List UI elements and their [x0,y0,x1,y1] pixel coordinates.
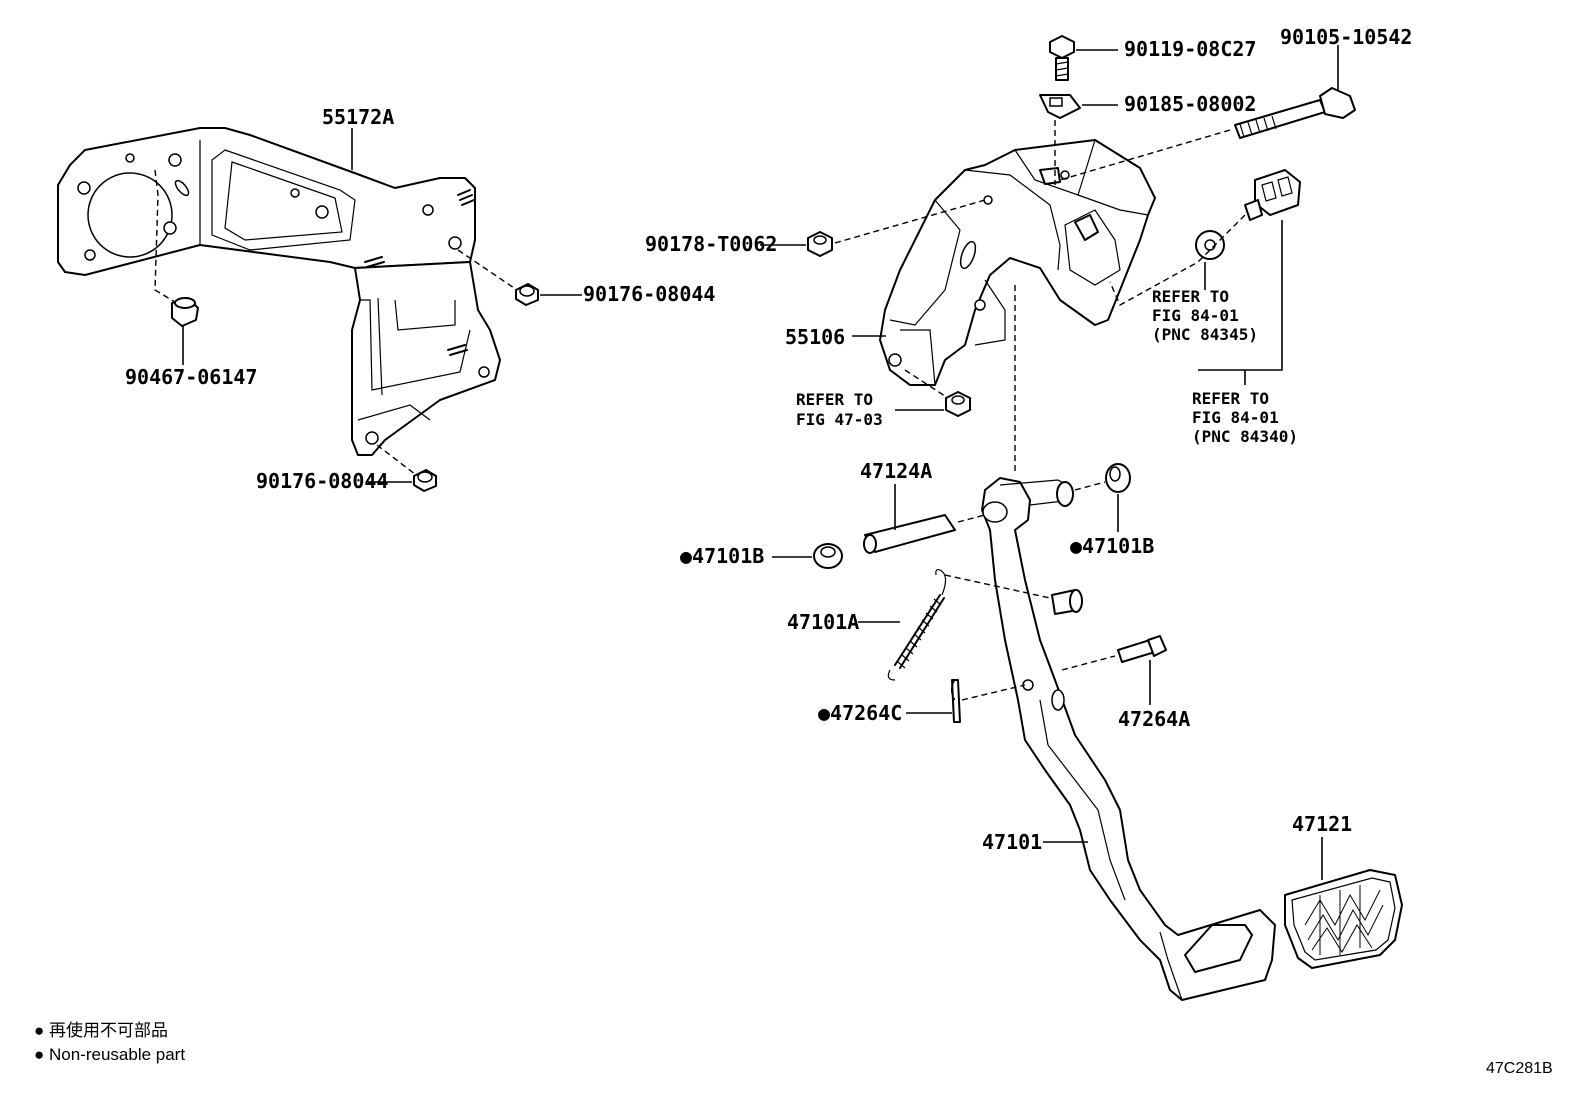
bolt-90119-08c27 [1049,35,1075,81]
nut-fig-47-03 [945,391,971,417]
nut-90467-06147 [171,297,199,327]
reference-line: FIG 84-01 [1152,306,1239,325]
reference-fig-47-03: REFER TO FIG 47-03 [796,390,883,429]
reference-line: REFER TO [796,390,873,409]
reference-line: FIG 47-03 [796,410,883,429]
label-47101: 47101 [982,830,1042,854]
assembly-line-switch [1109,214,1246,306]
label-90176-08044-lower: 90176-08044 [256,469,388,493]
nut-90185-08002 [1039,94,1081,119]
label-90185-08002: 90185-08002 [1124,92,1256,116]
label-47121: 47121 [1292,812,1352,836]
label-90178-t0062: 90178-T0062 [645,232,777,256]
label-47101a: 47101A [787,610,859,634]
pin-47264c [950,679,961,723]
label-47101b-left: ●47101B [680,544,764,568]
label-47264c: ●47264C [818,701,902,725]
diagram-code: 47C281B [1486,1060,1553,1077]
leader-84340 [1198,220,1283,385]
assembly-line-47-03 [904,369,949,399]
label-55172a: 55172A [322,105,394,129]
switch-clip [1195,230,1225,260]
label-47101b-right: ●47101B [1070,534,1154,558]
label-90119-08c27: 90119-08C27 [1124,37,1256,61]
label-55106: 55106 [785,325,845,349]
reference-line: REFER TO [1152,287,1229,306]
pin-47264a [1117,635,1167,663]
bracket-55172a [57,127,521,479]
nut-90176-08044-upper [515,283,539,306]
reference-line: (PNC 84345) [1152,325,1258,344]
bushing-47101b-right [1105,463,1131,493]
legend-non-reusable-en: ● Non-reusable part [34,1045,185,1064]
support-55106 [879,139,1156,386]
assembly-line-90178 [834,199,986,244]
reference-fig-84-01-pnc-84340: REFER TO FIG 84-01 (PNC 84340) [1192,389,1298,446]
legend-non-reusable-jp: ● 再使用不可部品 [34,1020,168,1040]
bushing-47124a [863,514,956,554]
reference-line: FIG 84-01 [1192,408,1279,427]
label-90176-08044-upper: 90176-08044 [583,282,715,306]
assembly-line-47124a [957,514,986,523]
assembly-line-47101b-right [1074,481,1106,491]
pedal-arm-47101 [981,477,1276,1001]
bolt-90105-10542 [1234,87,1356,139]
label-47264a: 47264A [1118,707,1190,731]
reference-fig-84-01-pnc-84345: REFER TO FIG 84-01 (PNC 84345) [1152,287,1258,344]
stop-lamp-switch [1244,169,1301,221]
spring-47101a [887,568,947,681]
nut-90176-08044-lower [413,469,437,492]
label-47124a: 47124A [860,459,932,483]
label-90467-06147: 90467-06147 [125,365,257,389]
reference-line: REFER TO [1192,389,1269,408]
assembly-line-spring [944,574,1051,599]
nut-90178-t0062 [807,231,833,257]
assembly-line-47264c [961,684,1026,701]
pedal-pad-47121 [1284,869,1403,969]
reference-line: (PNC 84340) [1192,427,1298,446]
bushing-47101b-left [813,543,843,569]
label-90105-10542: 90105-10542 [1280,25,1412,49]
assembly-line-47264a [1061,655,1116,671]
